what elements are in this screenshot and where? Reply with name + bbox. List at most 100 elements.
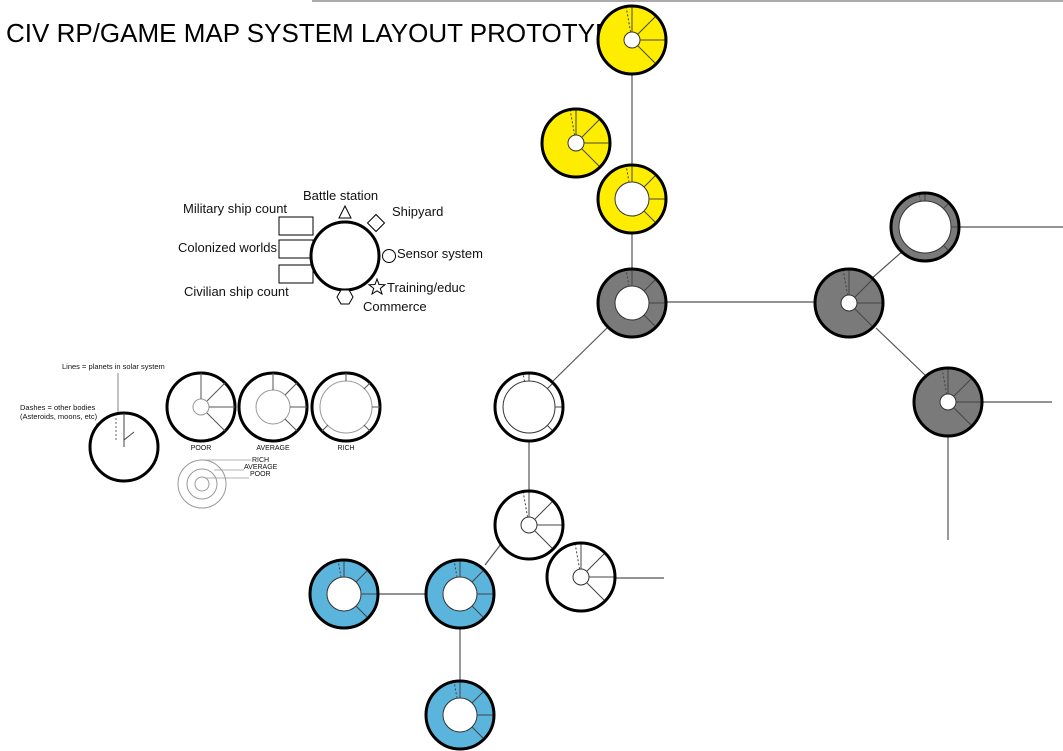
- planet-line: [943, 203, 949, 209]
- colonized-worlds-label: Colonized worlds: [178, 240, 277, 255]
- military-ship-count-box: [278, 216, 314, 236]
- body-dash: [842, 270, 849, 296]
- system-core: [567, 134, 585, 152]
- system-core: [623, 31, 641, 49]
- star-system-node[interactable]: [596, 163, 668, 235]
- system-core: [502, 380, 556, 434]
- planet-line: [547, 425, 553, 431]
- planet-line: [586, 582, 605, 601]
- body-dash: [918, 194, 921, 202]
- rich-label: RICH: [337, 445, 354, 452]
- planet-line: [637, 16, 656, 35]
- planet-line: [953, 378, 972, 397]
- planet-line: [643, 279, 656, 292]
- shipyard-label: Shipyard: [392, 204, 443, 219]
- star-systems: [308, 4, 984, 751]
- star-system-node[interactable]: [596, 4, 668, 76]
- planet-line: [471, 726, 484, 739]
- system-core: [442, 576, 478, 612]
- star-system-node[interactable]: [493, 371, 565, 443]
- system-core: [840, 294, 858, 312]
- civilian-ship-count-box: [278, 264, 314, 284]
- system-core: [326, 576, 362, 612]
- planet-line: [643, 175, 656, 188]
- planet-line: [854, 308, 873, 327]
- body-dash: [453, 561, 458, 578]
- star-system-node[interactable]: [424, 679, 496, 751]
- system-core: [614, 181, 650, 217]
- planet-line: [534, 501, 553, 520]
- planet-line: [534, 530, 553, 549]
- body-dash: [522, 374, 525, 382]
- planet-line: [471, 570, 484, 583]
- body-dash: [625, 166, 630, 183]
- ring-average-label: AVERAGE: [244, 464, 278, 471]
- planet-line: [581, 148, 600, 167]
- star-system-node[interactable]: [308, 558, 380, 630]
- connection-line: [552, 326, 609, 382]
- ring-poor-label: POOR: [250, 471, 271, 478]
- planet-line: [547, 383, 553, 389]
- planet-line: [581, 119, 600, 138]
- body-dash: [522, 492, 529, 518]
- average-example: AVERAGE: [237, 371, 309, 452]
- battle-station-icon: [338, 204, 352, 219]
- sensor-system-icon: [382, 249, 396, 263]
- star-system-node[interactable]: [889, 191, 961, 263]
- body-dash: [337, 561, 342, 578]
- concentric-ring-legend: RICH AVERAGE POOR: [177, 457, 278, 509]
- star-system-node[interactable]: [596, 267, 668, 339]
- rich-example: RICH: [310, 371, 382, 452]
- bodies-legend: Lines = planets in solar system Dashes =…: [20, 362, 165, 483]
- dashes-note-1: Dashes = other bodies: [20, 403, 96, 412]
- planet-line: [471, 691, 484, 704]
- civilian-ship-count-label: Civilian ship count: [184, 284, 289, 299]
- connections: [378, 74, 1063, 681]
- planet-line: [123, 431, 135, 441]
- training-label: Training/educ: [387, 280, 466, 295]
- body-dash: [574, 544, 581, 570]
- planet-line: [586, 553, 605, 572]
- star-system-node[interactable]: [540, 107, 612, 179]
- wealth-legend: POOR AVERAGE RICH: [165, 371, 382, 509]
- commerce-hexagon-icon: [336, 289, 354, 305]
- connection-line: [869, 249, 905, 281]
- poor-label: POOR: [191, 445, 212, 452]
- dashes-note-2: (Asteroids, moons, etc): [20, 412, 98, 421]
- connection-line: [484, 543, 502, 566]
- star-system-node[interactable]: [424, 558, 496, 630]
- commerce-label: Commerce: [363, 299, 427, 314]
- planet-line: [854, 279, 873, 298]
- body-dash: [569, 110, 576, 136]
- star-system-node[interactable]: [912, 366, 984, 438]
- icon-layout-legend: Military ship count Colonized worlds Civ…: [178, 188, 483, 314]
- system-core: [614, 285, 650, 321]
- planet-line: [643, 210, 656, 223]
- body-dash: [941, 369, 948, 395]
- star-system-node[interactable]: [545, 541, 617, 613]
- page-title: CIV RP/GAME MAP SYSTEM LAYOUT PROTOTYPE: [6, 18, 630, 48]
- body-dash: [625, 270, 630, 287]
- shipyard-icon: [366, 213, 386, 233]
- battle-station-label: Battle station: [303, 188, 378, 203]
- planet-line: [943, 245, 949, 251]
- planet-line: [953, 407, 972, 426]
- star-system-node[interactable]: [813, 267, 885, 339]
- planet-line: [637, 45, 656, 64]
- body-dash: [453, 682, 458, 699]
- sensor-system-label: Sensor system: [397, 246, 483, 261]
- star-system-node[interactable]: [493, 489, 565, 561]
- system-core: [520, 516, 538, 534]
- system-core: [898, 200, 952, 254]
- system-core: [442, 697, 478, 733]
- poor-example: POOR: [165, 371, 237, 452]
- average-label: AVERAGE: [256, 445, 290, 452]
- body-dash: [625, 7, 632, 33]
- planet-line: [471, 605, 484, 618]
- planet-line: [355, 570, 368, 583]
- training-star-icon: [367, 277, 387, 296]
- ring-rich-label: RICH: [252, 457, 269, 464]
- system-core: [572, 568, 590, 586]
- planet-line: [355, 605, 368, 618]
